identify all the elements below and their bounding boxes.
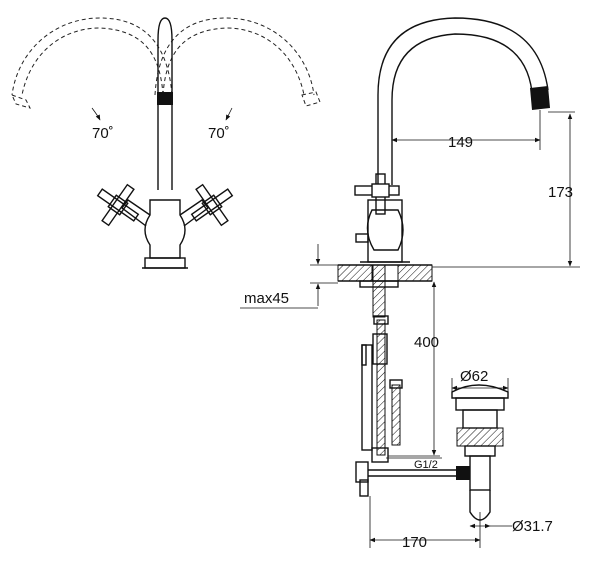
threaded-shank xyxy=(372,264,386,318)
spout-reach-label: 149 xyxy=(448,134,473,151)
swing-spout-right xyxy=(162,27,305,96)
waste-assembly xyxy=(451,384,509,521)
side-handle xyxy=(354,173,400,215)
swing-spout-left-inner xyxy=(11,17,173,96)
front-spout-tube xyxy=(157,17,173,190)
hose-main xyxy=(376,319,386,456)
swing-spout-right-inner xyxy=(154,17,315,96)
front-right-handle xyxy=(190,183,234,227)
tail-diameter-label: Ø31.7 xyxy=(512,518,553,535)
deck-left xyxy=(337,264,373,282)
hose-secondary xyxy=(361,344,373,451)
right-angle-label: 70˚ xyxy=(208,125,230,142)
side-spout xyxy=(377,17,549,185)
front-spout-nozzle xyxy=(157,92,173,105)
rotation-arrow-left xyxy=(91,107,101,121)
max-deck-label: max45 xyxy=(244,290,289,307)
front-view: 70˚ 70˚ xyxy=(11,17,321,269)
hose-length-label: 400 xyxy=(414,334,439,351)
swing-spout-left xyxy=(21,27,164,96)
left-angle-label: 70˚ xyxy=(92,125,114,142)
rotation-arrow-right xyxy=(225,107,233,121)
thread-label: G1/2 xyxy=(414,459,438,471)
spout-height-label: 173 xyxy=(548,184,573,201)
waste-diameter-label: Ø62 xyxy=(460,368,488,385)
waste-offset-label: 170 xyxy=(402,534,427,551)
hose-right xyxy=(391,384,401,446)
side-spout-nozzle xyxy=(530,86,550,110)
side-view xyxy=(337,17,550,521)
dimensions: 149 173 max45 400 Ø62 G1/2 170 Ø31.7 xyxy=(240,110,580,551)
front-left-handle xyxy=(96,183,140,227)
front-body xyxy=(144,199,186,259)
deck-right xyxy=(397,264,433,282)
front-left-arm xyxy=(121,199,151,227)
front-right-arm xyxy=(179,199,209,227)
